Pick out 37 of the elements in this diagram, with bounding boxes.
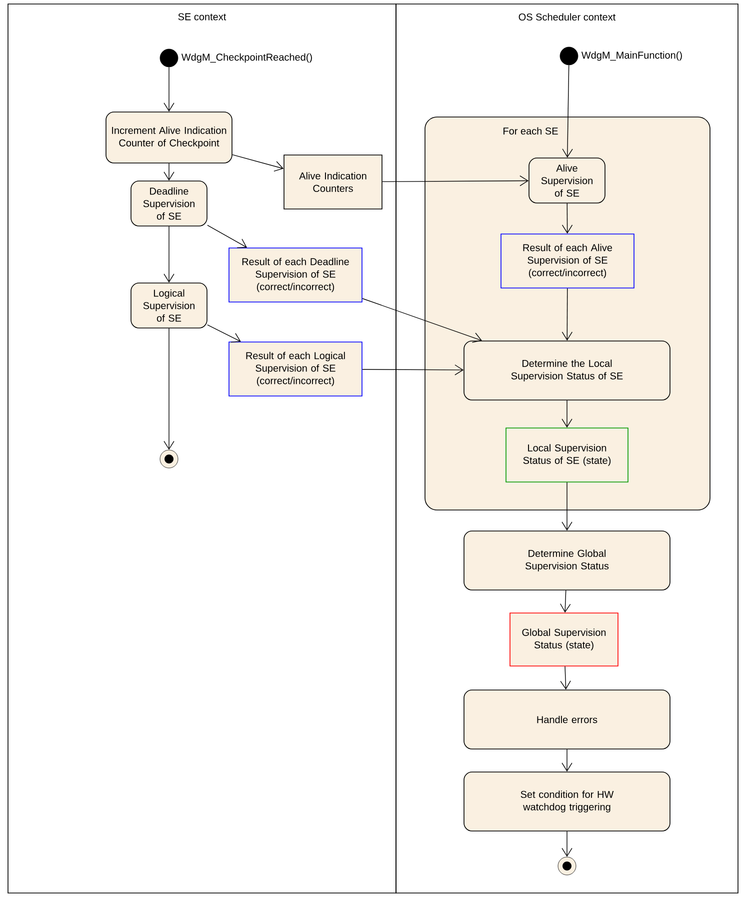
object-box: Local Supervision Status of SE (state) — [506, 428, 628, 482]
action-box: Deadline Supervision of SE — [130, 180, 208, 226]
object-box: Global Supervision Status (state) — [510, 612, 618, 666]
action-box: Logical Supervision of SE — [130, 282, 208, 328]
action-box: Set condition for HW watchdog triggering — [464, 772, 670, 832]
arrow — [562, 749, 572, 772]
arrow — [164, 328, 174, 450]
arrow — [562, 64, 573, 158]
action-box: Handle errors — [464, 690, 670, 750]
end-node — [558, 856, 576, 876]
arrow — [232, 154, 284, 172]
action-box: Determine Global Supervision Status — [464, 530, 670, 590]
arrow — [562, 482, 572, 531]
arrow — [164, 163, 174, 181]
object-box: Result of each Alive Supervision of SE (correct/incorrect) — [500, 234, 634, 288]
object-box: Alive Indication Counters — [284, 154, 382, 210]
arrow — [562, 288, 573, 341]
arrow — [164, 66, 174, 112]
arrow — [207, 224, 248, 248]
arrow — [562, 831, 572, 857]
action-box: Determine the Local Supervision Status of SE — [464, 340, 670, 400]
arrow — [560, 590, 571, 613]
action-box: Increment Alive Indication Counter of Checkpoint — [106, 112, 232, 164]
node-label: WdgM_MainFunction() — [581, 51, 682, 61]
arrow — [560, 666, 571, 690]
arrow — [164, 226, 174, 283]
node-label: WdgM_CheckpointReached() — [181, 53, 312, 63]
object-box: Result of each Logical Supervision of SE (correct/incorrect) — [228, 342, 362, 396]
arrow — [562, 400, 572, 428]
arrow — [207, 324, 241, 343]
arrow — [382, 175, 529, 186]
action-box: Alive Supervision of SE — [528, 158, 606, 204]
end-node — [160, 450, 178, 468]
object-box: Result of each Deadline Supervision of SE (correct/incorrect) — [228, 248, 362, 302]
arrow — [562, 203, 573, 234]
arrow — [362, 298, 482, 343]
arrow — [362, 364, 464, 376]
